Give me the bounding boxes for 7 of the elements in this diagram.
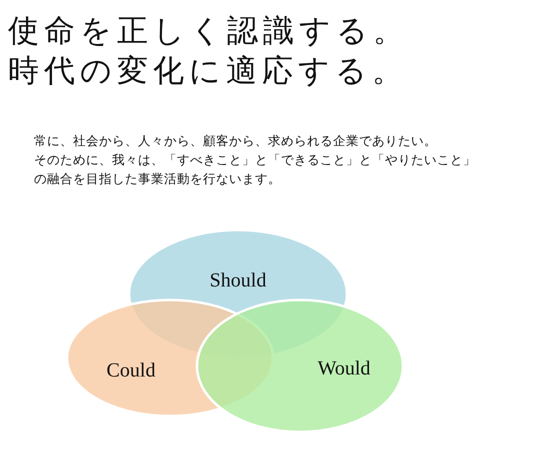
heading: 使命を正しく認識する。 [8,12,409,51]
body-text: 常に、社会から、人々から、顧客から、求められる企業でありたい。 [34,132,438,150]
venn-label: Would [318,358,370,380]
body-text: そのために、我々は、「すべきこと」と「できること」と「やりたいこと」の融合を目指した事業活動を行ないます。 [34,151,477,188]
heading: 時代の変化に適応する。 [8,52,408,91]
venn-label: Should [210,270,266,292]
venn-label: Could [106,360,156,382]
